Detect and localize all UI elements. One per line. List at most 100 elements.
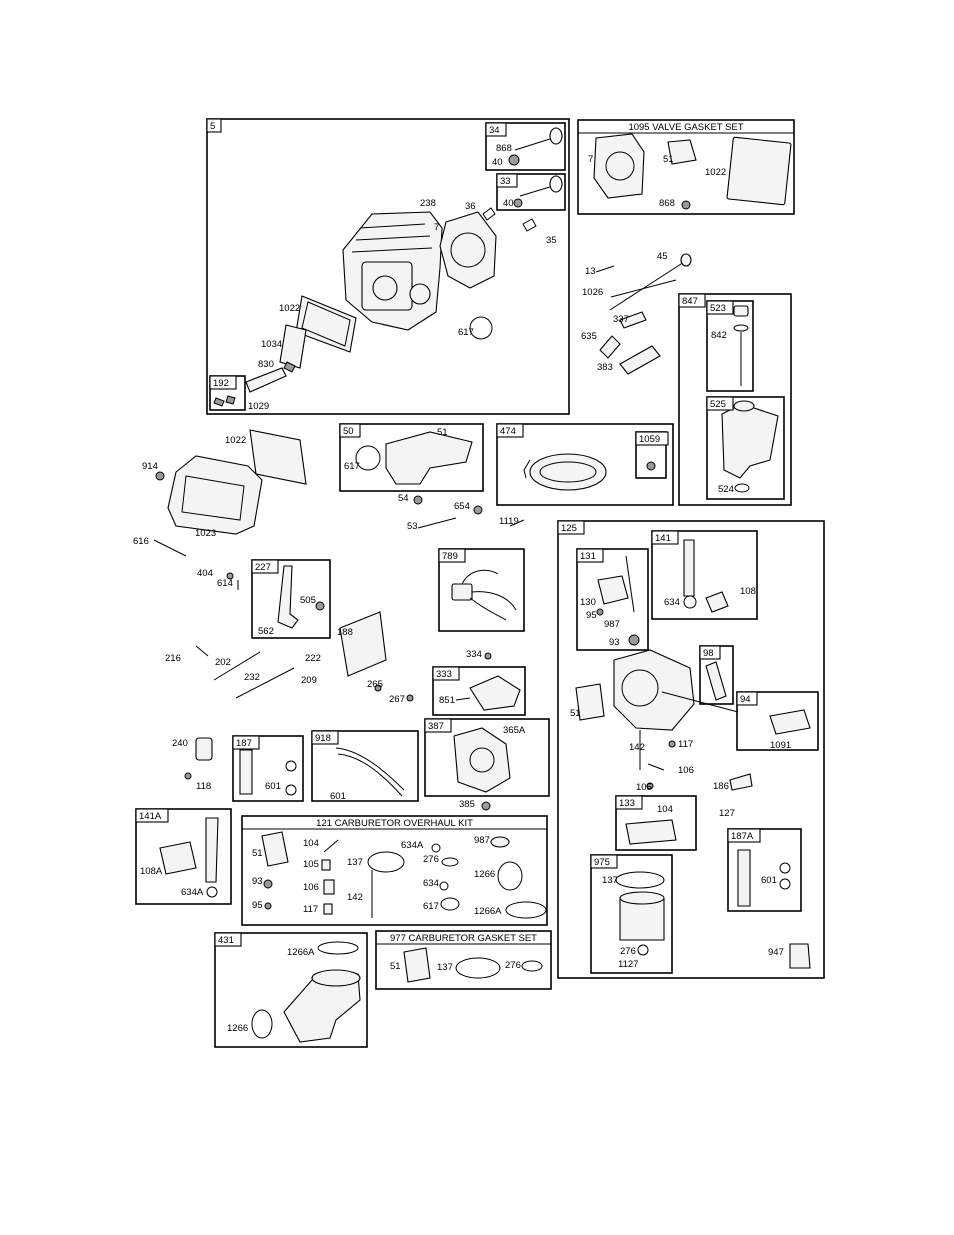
group-tag [651, 530, 679, 545]
group-tag [590, 854, 618, 869]
part-number-label: 36 [465, 201, 476, 212]
part-number-label: 127 [719, 808, 735, 819]
part-number-label: 7 [588, 154, 593, 165]
part-number-label: 202 [215, 657, 231, 668]
group-frame [438, 548, 525, 632]
part-number-label: 562 [258, 626, 274, 637]
push-rod-drawings [595, 253, 692, 375]
part-number-label: 914 [142, 461, 158, 472]
wire-harness-drawing [451, 569, 517, 621]
part-number-label: 365A [503, 725, 526, 736]
part-number-label: 634A [181, 887, 204, 898]
head-gasket-drawing [439, 211, 497, 289]
group-tag-label: 847 [682, 296, 698, 307]
group-34: 34 [485, 122, 566, 171]
group-975: 975 [590, 854, 673, 974]
group-789: 789 [438, 548, 525, 632]
group-tag-label: 187A [731, 831, 754, 842]
group-tag-label: 5 [210, 121, 215, 132]
group-tag-label: 227 [255, 562, 271, 573]
group-131: 131 [576, 548, 649, 651]
part-number-label: 1127 [618, 959, 638, 970]
part-number-label: 51 [252, 848, 263, 859]
part-number-label: 634 [423, 878, 439, 889]
group-tag [576, 548, 604, 563]
part-number-label: 617 [344, 461, 360, 472]
group-frame [206, 118, 570, 415]
part-number-label: 105 [303, 859, 319, 870]
part-number-label: 117 [678, 739, 693, 750]
group-tag [339, 423, 361, 438]
part-number-label: 209 [301, 675, 317, 686]
part-number-label: 385 [459, 799, 475, 810]
part-number-label: 108A [140, 866, 163, 877]
part-number-label: 93 [609, 637, 620, 648]
part-number-label: 334 [466, 649, 482, 660]
group-tag [232, 735, 260, 750]
part-number-label: 337 [613, 314, 629, 325]
group-frame [615, 795, 697, 851]
governor-linkage-drawings [153, 539, 414, 702]
part-number-label: 383 [597, 362, 613, 373]
overhaul-kit-drawing [261, 831, 547, 919]
group-tag [706, 396, 734, 411]
group-frame [496, 173, 566, 211]
group-tag [135, 808, 169, 823]
part-number-label: 1091 [770, 740, 791, 751]
part-number-label: 1022 [225, 435, 246, 446]
part-number-label: 1023 [195, 528, 216, 539]
part-number-label: 45 [657, 251, 668, 262]
group-98: 98 [699, 645, 734, 705]
fuel-line-918-drawing [335, 747, 405, 797]
part-number-label: 238 [420, 198, 436, 209]
part-number-label: 40 [492, 157, 503, 168]
group-tag [206, 118, 222, 133]
group-525: 525 [706, 396, 785, 500]
deflector-drawing [245, 367, 287, 393]
kit-title: 977 CARBURETOR GASKET SET [390, 933, 537, 944]
group-frame [424, 718, 550, 797]
group-tag [432, 666, 460, 681]
part-number-label: 634 [664, 597, 680, 608]
part-number-label: 1266A [474, 906, 502, 917]
group-frame [706, 396, 785, 500]
part-number-label: 947 [768, 947, 784, 958]
group-tag-label: 192 [213, 378, 229, 389]
group-tag-label: 1059 [639, 434, 660, 445]
part-number-label: 635 [581, 331, 597, 342]
part-number-label: 1266A [287, 947, 315, 958]
adjusting-screws-drawing [705, 661, 811, 735]
group-tag-label: 141 [655, 533, 671, 544]
group-tag [485, 122, 507, 137]
group-frame [736, 691, 819, 751]
group-tag [496, 173, 518, 188]
part-number-label: 851 [439, 695, 455, 706]
group-187: 187 [232, 735, 304, 802]
group-tag [209, 375, 237, 390]
fuel-line-187-drawing [239, 749, 297, 796]
group-94: 94 [736, 691, 819, 751]
group-141A: 141A [135, 808, 232, 905]
group-50: 50 [339, 423, 484, 492]
part-number-label: 7 [434, 222, 439, 233]
part-number-label: 654 [454, 501, 470, 512]
part-number-label: 601 [265, 781, 281, 792]
group-frame [339, 423, 484, 492]
intake-manifold-drawing [355, 431, 525, 529]
breather-plate-drawing [279, 324, 307, 369]
part-number-label: 13 [585, 266, 596, 277]
part-number-label: 130 [580, 597, 596, 608]
group-192: 192 [209, 375, 246, 411]
part-number-label: 104 [657, 804, 673, 815]
part-number-label: 51 [570, 708, 581, 719]
group-frame [727, 828, 802, 912]
part-number-label: 1026 [582, 287, 603, 298]
part-number-label: 118 [196, 781, 211, 792]
part-number-label: 95 [252, 900, 263, 911]
part-number-label: 104 [303, 838, 319, 849]
group-227: 227 [251, 559, 331, 639]
part-number-label: 106 [678, 765, 694, 776]
group-tag [496, 423, 524, 438]
valve-drawings [482, 127, 563, 232]
